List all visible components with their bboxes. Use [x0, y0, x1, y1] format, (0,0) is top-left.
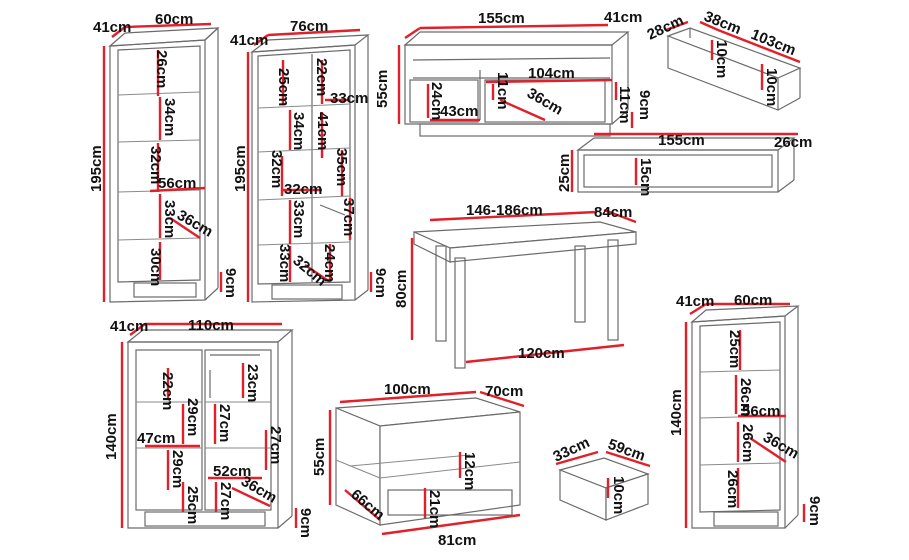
tv-drawer-h-label: 24cm: [428, 82, 445, 120]
table-depth-label: 84cm: [594, 204, 632, 221]
cab2-s1-label: 25cm: [275, 68, 292, 106]
tv-stand-drawing: [397, 23, 634, 137]
cab3-plinth-label: 9cm: [297, 508, 314, 538]
cab2-s2-label: 22cm: [313, 58, 330, 96]
shelf-depth-label: 26cm: [774, 134, 812, 151]
coffee-inner-width-label: 81cm: [438, 532, 476, 549]
cab4-inner-width-label: 56cm: [742, 403, 780, 420]
cab2-s8-label: 35cm: [333, 148, 350, 186]
cab1-inner-width-label: 56cm: [158, 175, 196, 192]
table-length-label: 146-186cm: [466, 202, 543, 219]
cab2-s4-label: 34cm: [290, 112, 307, 150]
cab2-height-label: 195cm: [232, 145, 249, 192]
tv-plinth-label: 9cm: [636, 90, 653, 120]
drawer2-depth-label: 33cm: [551, 434, 593, 466]
cab2-s12-label: 24cm: [321, 244, 338, 282]
cabinet-1-labels: 41cm 60cm 195cm 26cm 34cm 32cm 56cm 33cm…: [88, 11, 239, 298]
cab4-plinth-label: 9cm: [806, 496, 823, 526]
coffee-shelf-gap-label: 12cm: [461, 452, 478, 490]
coffee-drawer-h-label: 21cm: [426, 490, 443, 528]
cab2-s7-label: 32cm: [284, 181, 322, 198]
cabinet-4-drawing: [684, 302, 806, 529]
coffee-height-label: 55cm: [311, 438, 328, 476]
cab3-c1-label: 22cm: [159, 372, 176, 410]
coffee-table-drawing: [328, 390, 525, 536]
drawer1-h2-label: 10cm: [763, 68, 780, 106]
cab2-s3-label: 33cm: [330, 90, 368, 107]
tv-inner-width-label: 104cm: [528, 65, 575, 82]
cab3-width-label: 110cm: [188, 317, 234, 334]
coffee-depth-label: 70cm: [485, 383, 523, 400]
drawer1-h1-label: 10cm: [713, 40, 730, 78]
tv-depth-label: 41cm: [604, 9, 642, 26]
table-height-label: 80cm: [393, 270, 410, 308]
cab3-c5-label: 47cm: [137, 430, 175, 447]
cab2-width-label: 76cm: [290, 18, 328, 35]
cab3-c8-label: 52cm: [213, 463, 251, 480]
shelf-height-label: 25cm: [556, 154, 573, 192]
cab4-s2-label: 26cm: [737, 378, 754, 416]
drawer2-height-label: 10cm: [610, 476, 627, 514]
cab2-depth-label: 41cm: [230, 32, 268, 49]
cab3-c6-label: 27cm: [267, 426, 284, 464]
cab1-shelf4-label: 33cm: [161, 200, 178, 238]
cab2-s11-label: 33cm: [276, 244, 293, 282]
drawer-1-drawing: [665, 20, 802, 111]
wall-shelf-drawing: [570, 132, 798, 193]
tv-drawer-w-label: 43cm: [440, 103, 478, 120]
shelf-width-label: 155cm: [658, 132, 705, 149]
table-leg-span-label: 120cm: [518, 345, 565, 362]
tv-width-label: 155cm: [478, 10, 525, 27]
cab1-shelf3-label: 32cm: [147, 146, 164, 184]
cab4-s4-label: 26cm: [724, 470, 741, 508]
cabinet-3-drawing: [120, 322, 298, 529]
cab3-c4-label: 27cm: [216, 404, 233, 442]
cab1-shelf2-label: 34cm: [161, 98, 178, 136]
drawer1-width-label: 38cm: [702, 8, 744, 38]
dining-table-drawing: [410, 208, 637, 369]
cab1-depth-label: 41cm: [93, 19, 131, 36]
cab1-width-label: 60cm: [155, 11, 193, 28]
cab2-s10-label: 33cm: [290, 200, 307, 238]
cab1-shelf1-label: 26cm: [153, 50, 170, 88]
cab2-plinth-label: 9cm: [372, 268, 389, 298]
cab4-depth-label: 41cm: [676, 293, 714, 310]
cab3-c2-label: 23cm: [244, 364, 261, 402]
cab2-s6-label: 32cm: [268, 150, 285, 188]
cab3-c3-label: 29cm: [184, 398, 201, 436]
cabinet-1-drawing: [102, 22, 223, 303]
cab3-height-label: 140cm: [103, 413, 120, 460]
cab1-shelf5-label: 30cm: [147, 248, 164, 286]
cab4-s3-label: 26cm: [739, 424, 756, 462]
drawer-2-drawing: [555, 450, 651, 521]
cab2-s5-label: 41cm: [314, 112, 331, 150]
cab2-s9-label: 37cm: [340, 198, 357, 236]
coffee-length-label: 100cm: [384, 381, 431, 398]
wall-shelf-labels: 155cm 26cm 25cm 15cm: [556, 132, 812, 196]
cab4-height-label: 140cm: [668, 389, 685, 436]
tv-shelf-gap-label: 11cm: [494, 72, 511, 110]
cab3-c10-label: 27cm: [217, 482, 234, 520]
cab1-plinth-label: 9cm: [222, 268, 239, 298]
tv-height-label: 55cm: [374, 70, 391, 108]
cab3-c9-label: 25cm: [184, 486, 201, 524]
cabinet-3-labels: 41cm 110cm 140cm 22cm 23cm 29cm 27cm 47c…: [103, 317, 314, 538]
dining-table-labels: 146-186cm 84cm 80cm 120cm: [393, 202, 632, 362]
cab3-depth-label: 41cm: [110, 318, 148, 335]
cab1-height-label: 195cm: [88, 145, 105, 192]
cabinet-2-drawing: [246, 28, 373, 303]
shelf-inner-label: 15cm: [637, 158, 654, 196]
cab4-s1-label: 25cm: [726, 330, 743, 368]
cabinet-4-labels: 41cm 60cm 140cm 25cm 26cm 56cm 26cm 36cm…: [668, 292, 823, 526]
cab3-c7-label: 29cm: [169, 450, 186, 488]
tv-shelf-h-label: 11cm: [616, 86, 633, 124]
cab4-width-label: 60cm: [734, 292, 772, 309]
